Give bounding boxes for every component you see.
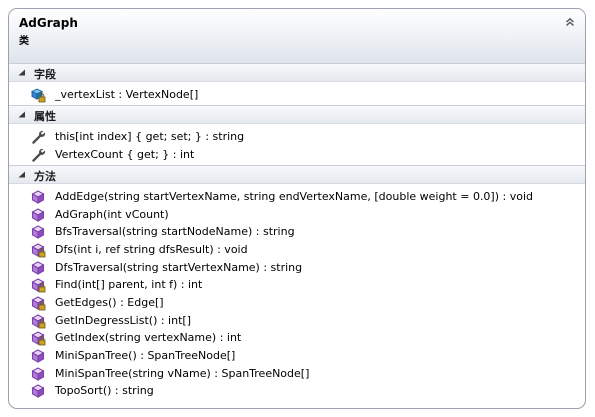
property-wrench-icon <box>30 129 46 145</box>
section-title-methods: 方法 <box>34 170 56 183</box>
class-diagram-card: AdGraph 类 字段 _vertexList : VertexNode[] … <box>8 8 586 409</box>
member-row-method[interactable]: Find(int[] parent, int f) : int <box>9 276 585 293</box>
member-label: BfsTraversal(string startNodeName) : str… <box>55 225 295 238</box>
method-cube-icon <box>30 348 46 364</box>
expand-triangle-icon <box>18 69 25 76</box>
member-label: MiniSpanTree(string vName) : SpanTreeNod… <box>55 367 310 380</box>
member-row-property[interactable]: VertexCount { get; } : int <box>9 146 585 163</box>
member-row-method[interactable]: DfsTraversal(string startVertexName) : s… <box>9 259 585 276</box>
member-row-method[interactable]: TopoSort() : string <box>9 382 585 399</box>
expand-triangle-icon <box>18 111 25 118</box>
method-cube-icon <box>30 383 46 399</box>
class-header: AdGraph 类 <box>9 9 585 63</box>
private-method-cube-icon <box>30 242 46 258</box>
member-row-field[interactable]: _vertexList : VertexNode[] <box>9 86 585 103</box>
section-header-properties[interactable]: 属性 <box>9 105 585 124</box>
member-label: AddEdge(string startVertexName, string e… <box>55 190 533 203</box>
member-label: Dfs(int i, ref string dfsResult) : void <box>55 243 248 256</box>
member-row-method[interactable]: MiniSpanTree() : SpanTreeNode[] <box>9 347 585 364</box>
method-cube-icon <box>30 189 46 205</box>
property-wrench-icon <box>30 147 46 163</box>
private-method-cube-icon <box>30 277 46 293</box>
section-header-fields[interactable]: 字段 <box>9 63 585 82</box>
member-row-method[interactable]: GetEdges() : Edge[] <box>9 294 585 311</box>
double-chevron-up-icon[interactable] <box>563 15 577 29</box>
private-method-cube-icon <box>30 313 46 329</box>
member-label: MiniSpanTree() : SpanTreeNode[] <box>55 349 236 362</box>
member-row-method[interactable]: GetInDegressList() : int[] <box>9 312 585 329</box>
member-row-method[interactable]: AdGraph(int vCount) <box>9 206 585 223</box>
member-row-method[interactable]: GetIndex(string vertexName) : int <box>9 329 585 346</box>
member-label: TopoSort() : string <box>55 384 154 397</box>
class-kind-label: 类 <box>19 36 29 47</box>
member-row-property[interactable]: this[int index] { get; set; } : string <box>9 128 585 145</box>
member-label: VertexCount { get; } : int <box>55 148 195 161</box>
member-label: GetIndex(string vertexName) : int <box>55 331 242 344</box>
expand-triangle-icon <box>18 171 25 178</box>
member-label: Find(int[] parent, int f) : int <box>55 278 203 291</box>
method-cube-icon <box>30 224 46 240</box>
member-label: GetEdges() : Edge[] <box>55 296 164 309</box>
member-label: this[int index] { get; set; } : string <box>55 130 245 143</box>
private-method-cube-icon <box>30 330 46 346</box>
method-cube-icon <box>30 260 46 276</box>
section-title-fields: 字段 <box>34 68 56 81</box>
method-cube-icon <box>30 207 46 223</box>
member-label: GetInDegressList() : int[] <box>55 314 191 327</box>
section-title-properties: 属性 <box>34 110 56 123</box>
private-field-icon <box>30 87 46 103</box>
method-cube-icon <box>30 366 46 382</box>
class-title: AdGraph <box>19 16 78 30</box>
member-row-method[interactable]: MiniSpanTree(string vName) : SpanTreeNod… <box>9 365 585 382</box>
member-row-method[interactable]: BfsTraversal(string startNodeName) : str… <box>9 223 585 240</box>
private-method-cube-icon <box>30 295 46 311</box>
member-label: _vertexList : VertexNode[] <box>55 88 199 101</box>
member-label: DfsTraversal(string startVertexName) : s… <box>55 261 303 274</box>
member-label: AdGraph(int vCount) <box>55 208 169 221</box>
section-header-methods[interactable]: 方法 <box>9 165 585 184</box>
member-row-method[interactable]: Dfs(int i, ref string dfsResult) : void <box>9 241 585 258</box>
member-row-method[interactable]: AddEdge(string startVertexName, string e… <box>9 188 585 205</box>
